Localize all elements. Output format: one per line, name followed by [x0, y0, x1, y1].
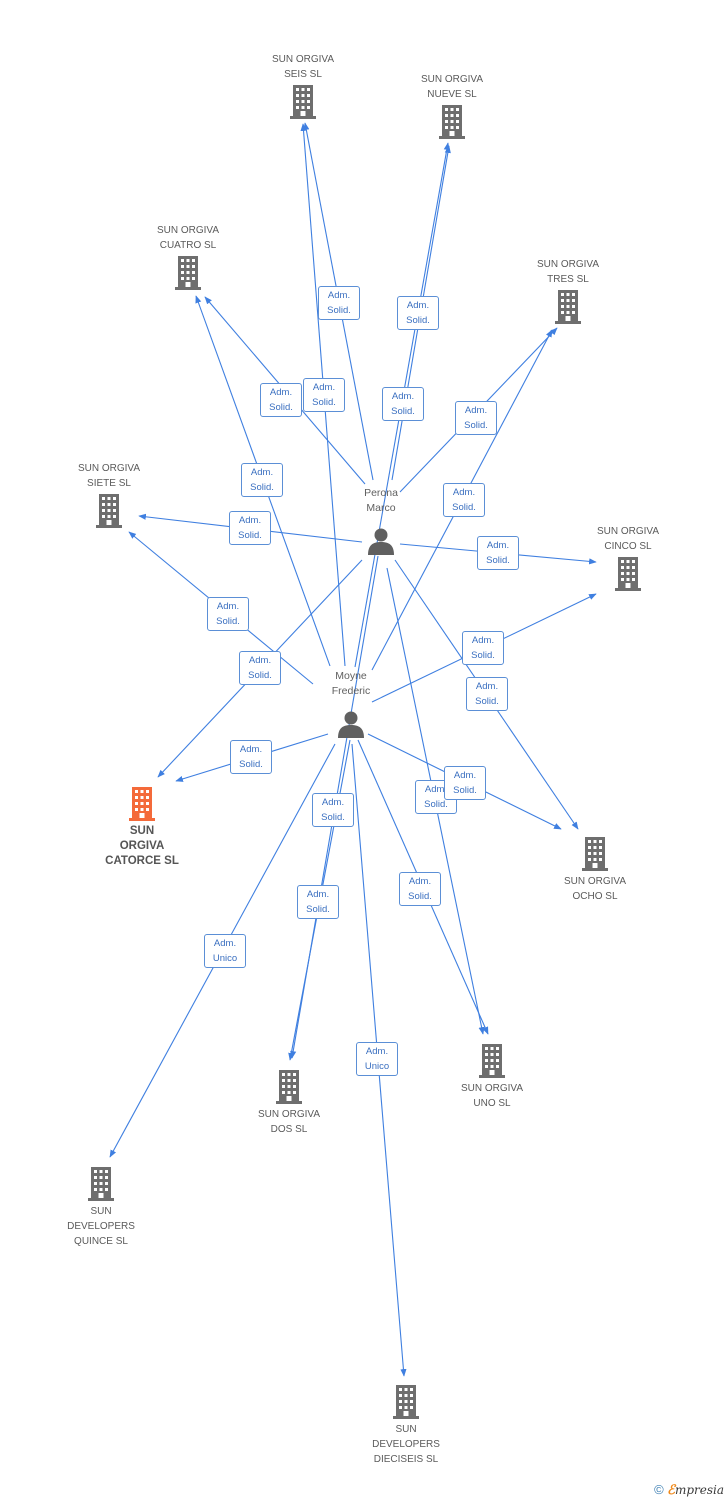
- company-label-quince[interactable]: SUN DEVELOPERS QUINCE SL: [67, 1206, 135, 1247]
- person-icon[interactable]: [368, 528, 394, 556]
- person-icon[interactable]: [338, 711, 364, 739]
- building-icon[interactable]: [393, 1385, 419, 1419]
- edge-label-perona-siete[interactable]: Adm. Solid.: [229, 511, 271, 545]
- edge-label-perona-tres[interactable]: Adm. Solid.: [455, 401, 497, 435]
- edge-label-moyne-tres[interactable]: Adm. Solid.: [443, 483, 485, 517]
- building-icon[interactable]: [175, 256, 201, 290]
- company-label-cuatro[interactable]: SUN ORGIVA CUATRO SL: [156, 225, 220, 251]
- building-icon[interactable]: [290, 85, 316, 119]
- edge-label-moyne-siete[interactable]: Adm. Solid.: [207, 597, 249, 631]
- building-icon[interactable]: [88, 1167, 114, 1201]
- company-label-uno[interactable]: SUN ORGIVA UNO SL: [460, 1083, 524, 1109]
- brand-logo-text: mpresia: [674, 1483, 724, 1497]
- building-icon[interactable]: [479, 1044, 505, 1078]
- company-label-dieciseis[interactable]: SUN DEVELOPERS DIECISEIS SL: [372, 1424, 440, 1465]
- edge-label-moyne-cuatro[interactable]: Adm. Solid.: [241, 463, 283, 497]
- building-icon[interactable]: [615, 557, 641, 591]
- edge-label-moyne-nueve[interactable]: Adm. Solid.: [382, 387, 424, 421]
- edge-label-perona-ocho[interactable]: Adm. Solid.: [466, 677, 508, 711]
- company-label-dos[interactable]: SUN ORGIVA DOS SL: [257, 1109, 321, 1135]
- brand-logo-initial: ℰ: [667, 1483, 675, 1498]
- edge-label-moyne-seis[interactable]: Adm. Solid.: [303, 378, 345, 412]
- building-icon[interactable]: [276, 1070, 302, 1104]
- company-label-cinco[interactable]: SUN ORGIVA CINCO SL: [596, 526, 660, 552]
- edge-label-moyne-dos[interactable]: Adm. Solid.: [297, 885, 339, 919]
- company-label-ocho[interactable]: SUN ORGIVA OCHO SL: [563, 876, 627, 902]
- company-label-catorce[interactable]: SUN ORGIVA CATORCE SL: [105, 825, 179, 867]
- edge-label-perona-seis[interactable]: Adm. Solid.: [318, 286, 360, 320]
- edge-label-moyne-ocho[interactable]: Adm. Solid.: [444, 766, 486, 800]
- edge-label-perona-cuatro[interactable]: Adm. Solid.: [260, 383, 302, 417]
- edge-label-perona-catorce[interactable]: Adm. Solid.: [239, 651, 281, 685]
- building-icon[interactable]: [555, 290, 581, 324]
- edge-label-perona-cinco[interactable]: Adm. Solid.: [477, 536, 519, 570]
- building-icon[interactable]: [439, 105, 465, 139]
- company-label-siete[interactable]: SUN ORGIVA SIETE SL: [77, 463, 141, 489]
- building-icon[interactable]: [129, 787, 155, 821]
- edge-label-perona-dos[interactable]: Adm. Solid.: [312, 793, 354, 827]
- person-label-moyne[interactable]: Moyne Frederic: [331, 670, 371, 697]
- copyright-symbol: ©: [654, 1482, 664, 1497]
- company-label-tres[interactable]: SUN ORGIVA TRES SL: [536, 259, 600, 285]
- edge-label-moyne-catorce[interactable]: Adm. Solid.: [230, 740, 272, 774]
- company-label-nueve[interactable]: SUN ORGIVA NUEVE SL: [420, 74, 484, 100]
- building-icon[interactable]: [96, 494, 122, 528]
- edge-label-moyne-dieciseis[interactable]: Adm. Unico: [356, 1042, 398, 1076]
- building-icon[interactable]: [582, 837, 608, 871]
- person-label-perona[interactable]: Perona Marco: [364, 487, 398, 514]
- edge-label-moyne-uno[interactable]: Adm. Solid.: [399, 872, 441, 906]
- edge-label-moyne-quince[interactable]: Adm. Unico: [204, 934, 246, 968]
- edge-label-moyne-cinco[interactable]: Adm. Solid.: [462, 631, 504, 665]
- company-label-seis[interactable]: SUN ORGIVA SEIS SL: [271, 54, 335, 80]
- edge-label-perona-nueve[interactable]: Adm. Solid.: [397, 296, 439, 330]
- footer-brand: © ℰmpresia: [654, 1482, 724, 1498]
